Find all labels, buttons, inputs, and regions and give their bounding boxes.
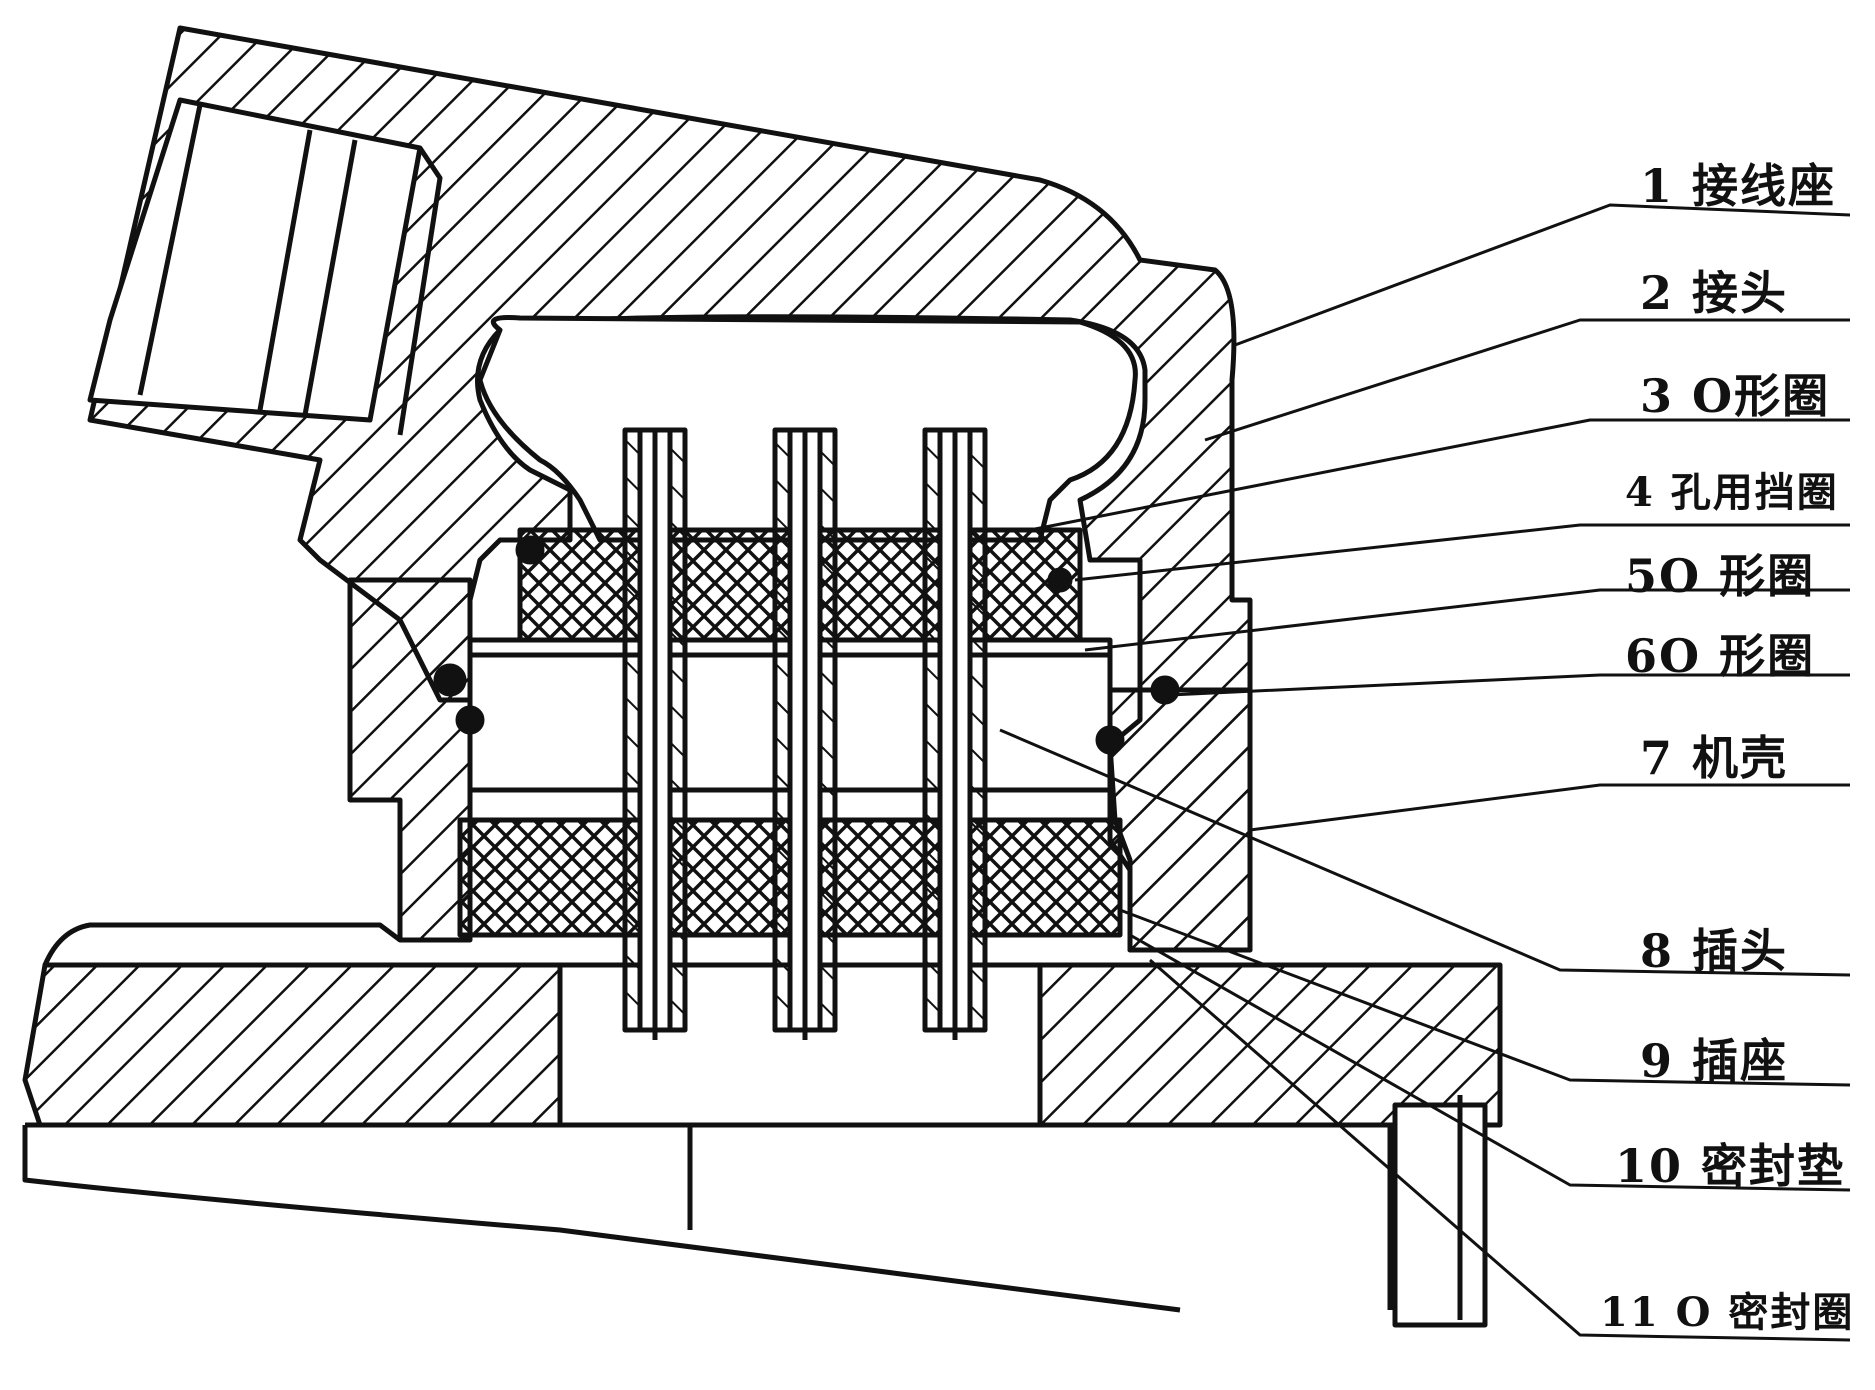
label-7: 7 机壳 — [1640, 731, 1789, 785]
label-8: 8 插头 — [1640, 924, 1789, 978]
leader-10 — [1129, 933, 1851, 1192]
leader-9 — [1119, 908, 1851, 1087]
label-5: 5O 形圈 — [1625, 549, 1816, 603]
leader-1 — [1234, 203, 1851, 347]
housing-right — [1107, 687, 1253, 953]
leader-3 — [1029, 418, 1850, 532]
label-2: 2 接头 — [1640, 266, 1789, 320]
pin-right — [922, 427, 988, 1040]
base-plate-right — [1037, 962, 1503, 1128]
pin-middle — [772, 427, 838, 1040]
label-11: 11 O 密封圈 — [1600, 1289, 1855, 1336]
label-10: 10 密封垫 — [1615, 1139, 1846, 1193]
label-6: 6O 形圈 — [1625, 629, 1816, 683]
leader-4 — [1074, 523, 1850, 582]
leader-2 — [1204, 318, 1850, 442]
base-plate — [22, 962, 563, 1128]
cable-bore — [87, 97, 423, 423]
label-4: 4 孔用挡圈 — [1625, 469, 1839, 516]
leader-6 — [1169, 673, 1850, 697]
label-3: 3 O形圈 — [1640, 369, 1831, 423]
leader-7 — [1249, 783, 1850, 832]
label-9: 9 插座 — [1640, 1034, 1789, 1088]
label-1: 1 接线座 — [1640, 159, 1837, 213]
housing-left — [347, 577, 473, 943]
leader-11 — [1149, 958, 1851, 1342]
leader-5 — [1084, 588, 1850, 652]
leader-8 — [999, 728, 1851, 977]
pin-left — [622, 427, 688, 1040]
